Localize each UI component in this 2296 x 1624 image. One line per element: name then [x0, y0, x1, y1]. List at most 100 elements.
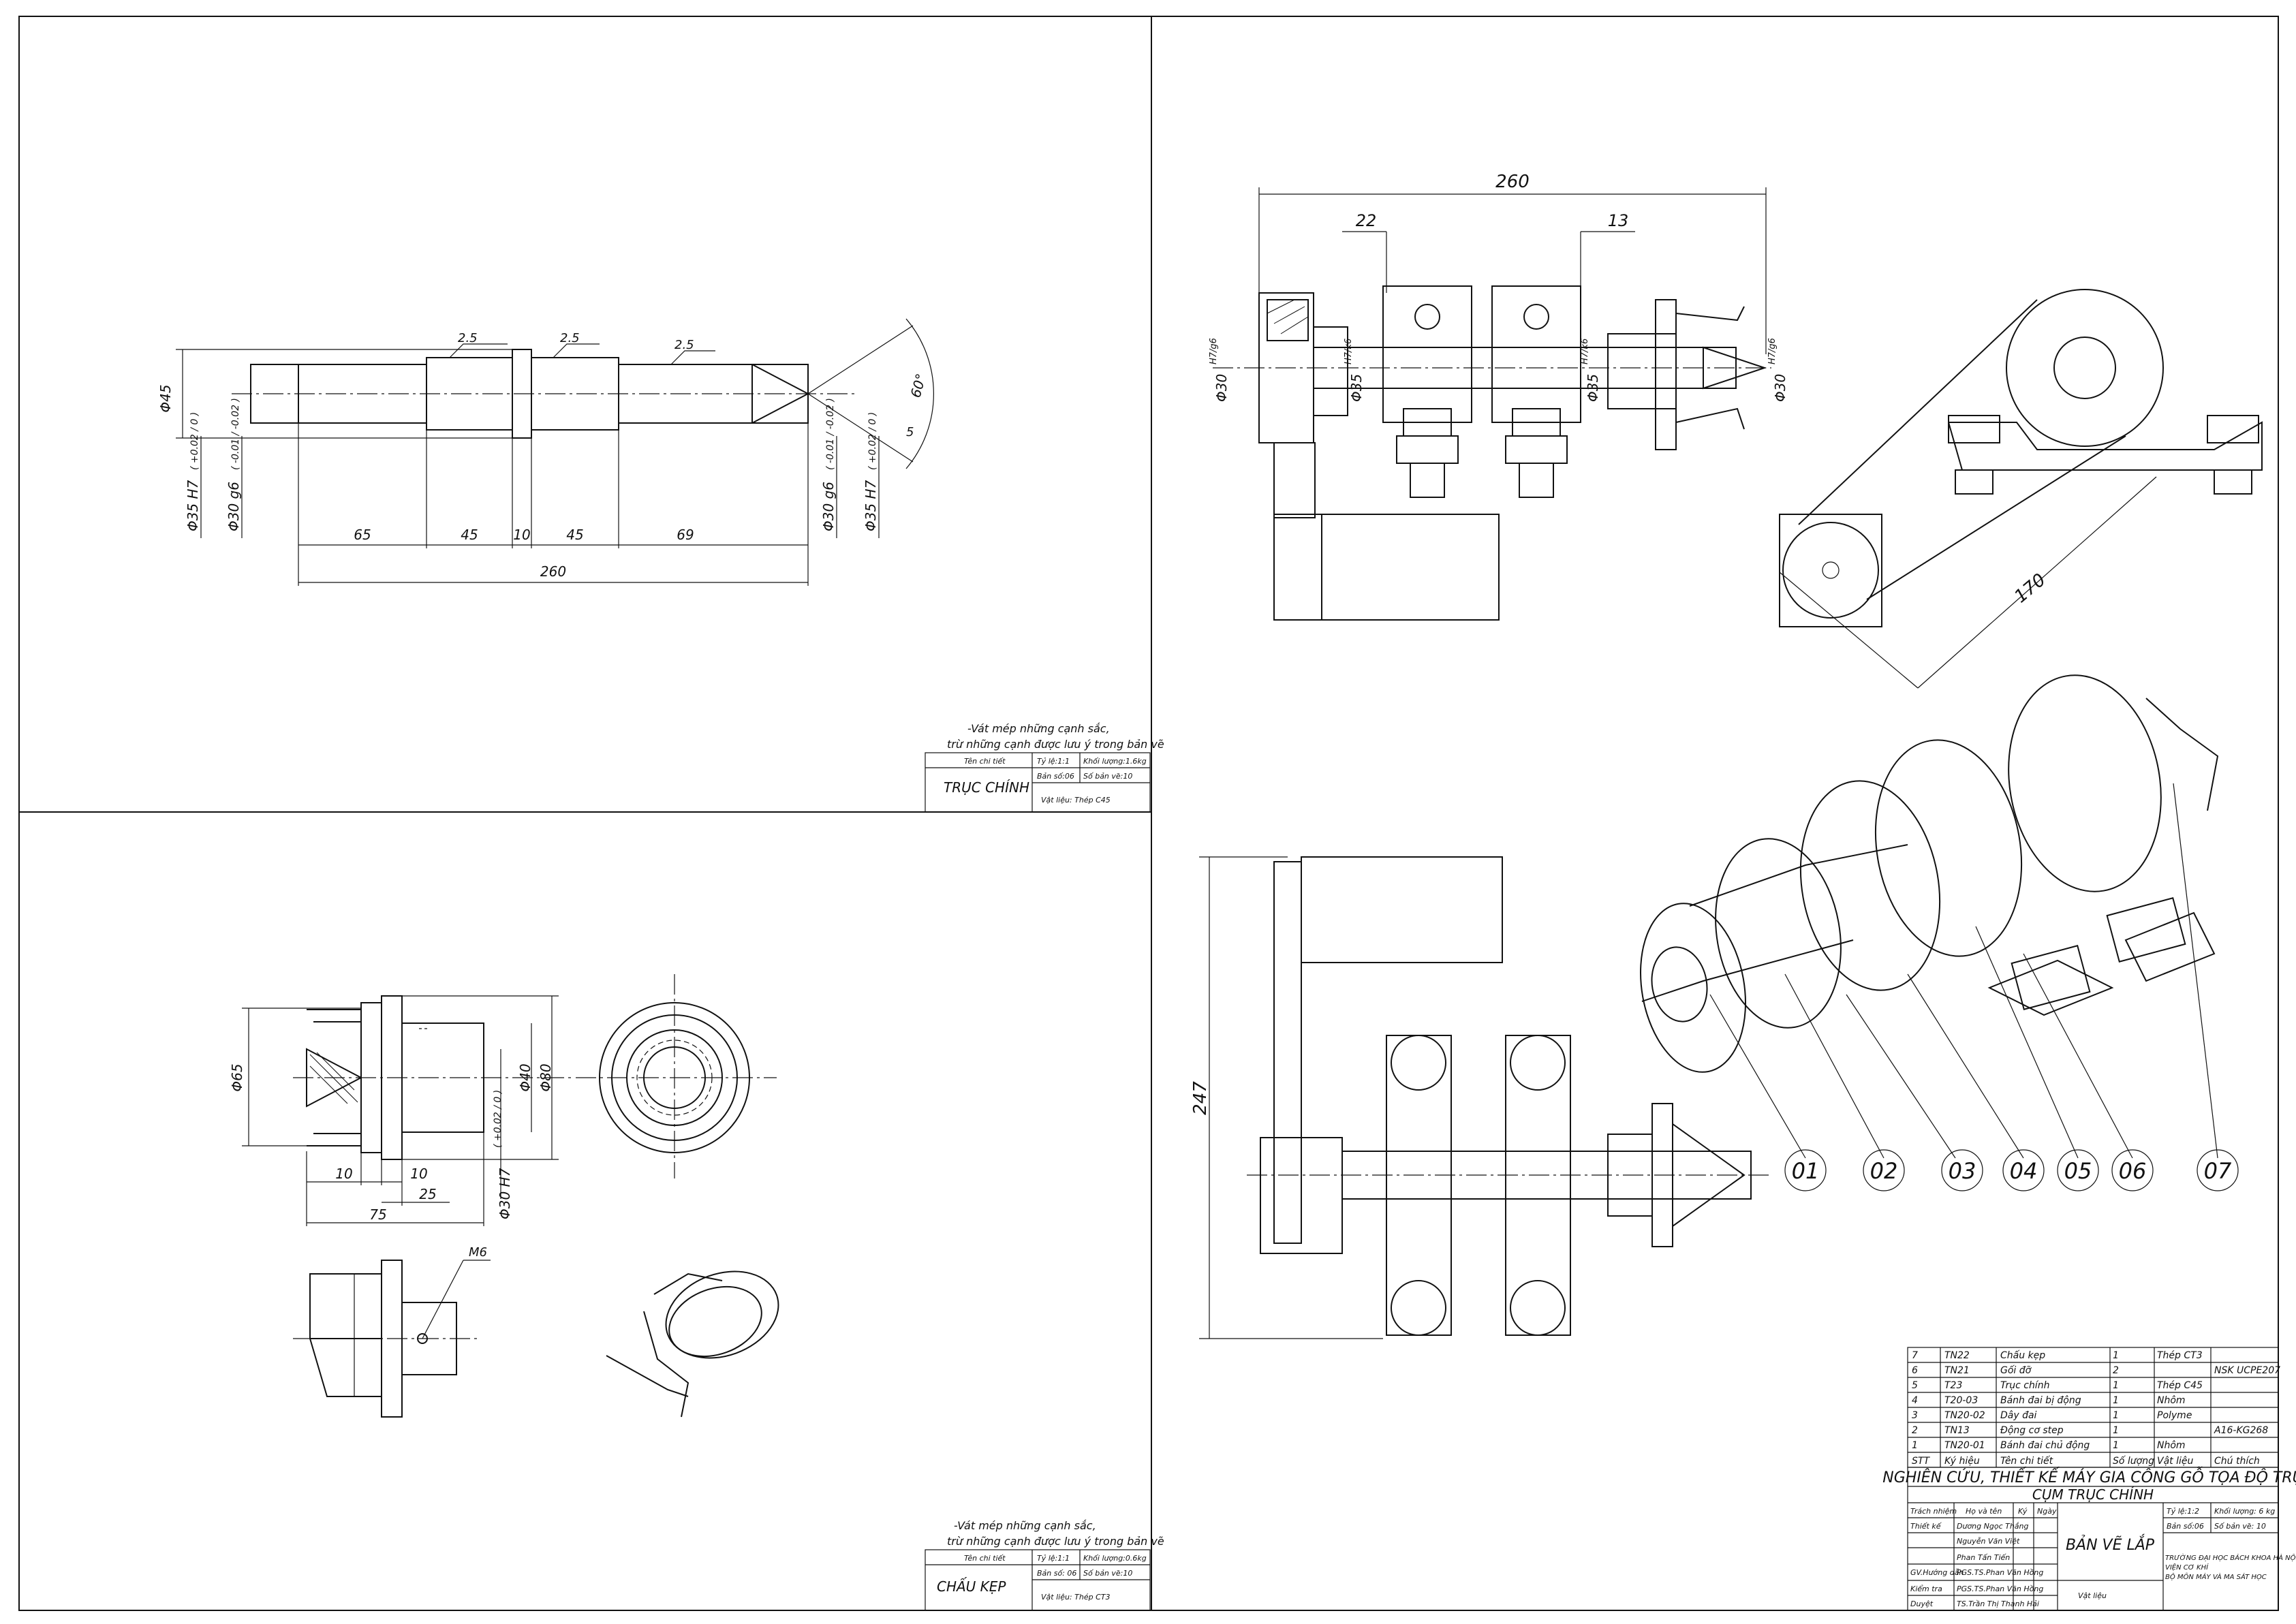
clamp-note-1: -Vát mép những cạnh sắc, [954, 1519, 1096, 1532]
clamp-tb-material: Vật liệu: Thép CT3 [1041, 1593, 1110, 1602]
date-header: Ngày [2037, 1507, 2057, 1516]
svg-text:06: 06 [2119, 1158, 2147, 1184]
person-1: Dương Ngọc Thắng [1957, 1522, 2029, 1531]
bom-cell: Chấu kẹp [2000, 1350, 2045, 1361]
bom-cell: 5 [1912, 1380, 1918, 1391]
svg-text:Ký hiệu: Ký hiệu [1944, 1456, 1980, 1467]
person-4: PGS.TS.Phan Văn Hồng [1957, 1568, 2043, 1577]
balloon-05: 05 [2057, 1149, 2099, 1191]
balloon-01: 01 [1784, 1149, 1827, 1191]
outer-frame [18, 16, 2279, 1611]
asm-d30-right: Φ30 [1772, 374, 1788, 402]
asm-sheet-no: Bản số:06 [2167, 1522, 2204, 1531]
bom-cell: Trục chính [2000, 1380, 2049, 1391]
shaft-tb-title: TRỤC CHÍNH [944, 779, 1029, 796]
bom-cell: 1 [2113, 1380, 2119, 1391]
clamp-dim-l10b: 10 [410, 1166, 427, 1182]
bom-cell: Thép C45 [2157, 1380, 2203, 1391]
bom-cell: 4 [1912, 1395, 1918, 1406]
clamp-dim-l10a: 10 [335, 1166, 352, 1182]
person-0: Họ và tên [1966, 1507, 2002, 1516]
shaft-tb-total: Số bản vẽ:10 [1083, 772, 1132, 781]
person-3: Phan Tấn Tiến [1957, 1553, 2010, 1562]
bom-cell: TN20-02 [1944, 1410, 1985, 1421]
svg-text:07: 07 [2204, 1158, 2232, 1184]
asm-dim-13: 13 [1608, 211, 1629, 230]
bom-header-row: STT Ký hiệu Tên chi tiết Số lượng Vật li… [1912, 1455, 2260, 1467]
clamp-dim-d40: Φ40 [517, 1063, 533, 1091]
bom-cell: TN13 [1944, 1425, 1970, 1436]
dim-angle-60: 60° [907, 372, 929, 399]
bom-cell: T23 [1944, 1380, 1962, 1391]
drawing-kind: BẢN VẼ LẮP [2066, 1534, 2155, 1554]
bom-cell: TN22 [1944, 1350, 1970, 1361]
role-5: Kiểm tra [1910, 1584, 1942, 1593]
role-4: GV.Hướng dẫn [1910, 1568, 1964, 1577]
svg-text:03: 03 [1949, 1158, 1976, 1184]
shaft-note-1: -Vát mép những cạnh sắc, [967, 722, 1110, 735]
bom-cell: 2 [2113, 1365, 2119, 1376]
dim-d30g6-right: Φ30 g6 [820, 482, 837, 531]
belt-drive-view: 170 [1779, 289, 2263, 689]
svg-text:STT: STT [1912, 1456, 1930, 1467]
school-2: VIỆN CƠ KHÍ [2165, 1563, 2209, 1572]
svg-text:Số lượng: Số lượng [2113, 1455, 2154, 1467]
asm-d30-left: Φ30 [1213, 374, 1230, 402]
svg-text:Tên chi tiết: Tên chi tiết [2000, 1455, 2053, 1467]
assembly-section-view: 260 22 13 Φ30 H7/g6 [1209, 172, 1788, 621]
clamp-dim-d65: Φ65 [229, 1063, 245, 1091]
main-title-block: NGHIÊN CỨU, THIẾT KẾ MÁY GIA CÔNG GỖ TỌA… [1882, 1466, 2296, 1611]
bom-cell: Nhôm [2157, 1395, 2186, 1406]
bom-cell: Nhôm [2157, 1440, 2186, 1451]
dim-l45b: 45 [566, 527, 583, 543]
bom-cell: TN20-01 [1944, 1440, 1985, 1451]
bom-cell: A16-KG268 [2214, 1425, 2268, 1436]
clamp-dim-d80: Φ80 [538, 1063, 554, 1091]
shaft-drawing: Φ45 Φ35 H7 ( +0.02 / 0 ) Φ30 g6 ( -0.01 … [157, 318, 1164, 813]
bom-cell: Dây đai [2000, 1410, 2037, 1421]
bom-cell: T20-03 [1944, 1395, 1978, 1406]
dim-l69: 69 [677, 527, 694, 543]
dim-l260: 260 [540, 563, 566, 580]
assembly-top-view: 247 [1190, 856, 1771, 1339]
clamp-drawing: Φ65 Φ80 Φ40 Φ30 H7 ( +0.02 / 0 ) 10 10 2… [229, 974, 1164, 1611]
bom-cell: 6 [1912, 1365, 1918, 1376]
clamp-tb-title: CHẤU KẸP [937, 1578, 1006, 1595]
svg-text:04: 04 [2010, 1158, 2038, 1184]
assembly-subtitle: CỤM TRỤC CHÍNH [2032, 1486, 2154, 1503]
balloon-04: 04 [2002, 1149, 2045, 1191]
dim-d35h7-right-tol: ( +0.02 / 0 ) [867, 412, 878, 470]
bom-cell: 1 [2113, 1440, 2119, 1451]
dim-d35h7-right: Φ35 H7 [863, 480, 879, 531]
svg-text:01: 01 [1792, 1158, 1820, 1184]
clamp-note-2: trừ những cạnh được lưu ý trong bản vẽ [947, 1535, 1164, 1548]
dim-d30g6-left-tol: ( -0.01 / -0.02 ) [230, 398, 241, 470]
balloon-02: 02 [1863, 1149, 1905, 1191]
dim-d30g6-right-tol: ( -0.01 / -0.02 ) [825, 398, 836, 470]
shaft-tb-mass: Khối lượng:1.6kg [1083, 757, 1147, 766]
clamp-dim-m6: M6 [469, 1245, 487, 1260]
shaft-tb-name-header: Tên chi tiết [964, 757, 1006, 766]
shaft-tb-material: Vật liệu: Thép C45 [1041, 796, 1111, 805]
belt-dim-170: 170 [2011, 569, 2049, 607]
dim-l65: 65 [354, 527, 371, 543]
bom-cell: NSK UCPE207 [2214, 1365, 2280, 1376]
dim-d45: Φ45 [157, 384, 174, 412]
clamp-tb-mass: Khối lượng:0.6kg [1083, 1554, 1147, 1563]
bom-cell: 1 [2113, 1410, 2119, 1421]
role-6: Duyệt [1910, 1599, 1934, 1608]
asm-dim-22: 22 [1356, 211, 1377, 230]
asm-d30-right-fit: H7/g6 [1767, 338, 1778, 364]
dim-d30g6-left: Φ30 g6 [226, 482, 242, 531]
bom-cell: 2 [1912, 1425, 1918, 1436]
sign-header: Ký [2018, 1507, 2028, 1516]
rough-3: 2.5 [674, 338, 694, 352]
assembly-material: Vật liệu [2078, 1591, 2107, 1600]
clamp-tb-name-header: Tên chi tiết [964, 1554, 1006, 1563]
bom-cell: Động cơ step [2000, 1425, 2064, 1436]
svg-text:Vật liệu: Vật liệu [2157, 1456, 2193, 1467]
bom-cell: 3 [1912, 1410, 1918, 1421]
